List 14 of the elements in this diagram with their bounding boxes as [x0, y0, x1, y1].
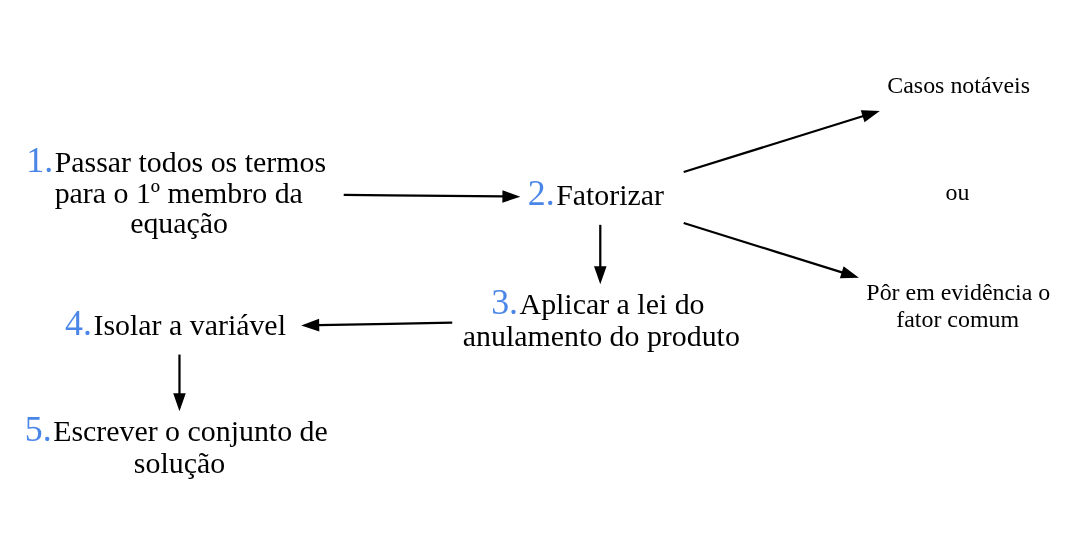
node-text: Pôr em evidência o fator comum	[866, 279, 1051, 333]
node-text: 2.Fatorizar	[527, 173, 665, 214]
arrow	[683, 110, 880, 174]
label: ou	[945, 179, 970, 206]
arrow	[594, 224, 607, 285]
node-text: 4.Isolar a variável	[65, 303, 286, 344]
node-text: 5.Escrever o conjunto de solução	[24, 409, 328, 479]
node-text: 3.Aplicar a lei do anulamento do produto	[462, 282, 740, 352]
arrow	[301, 318, 453, 332]
node-text: 1.Passar todos os termos para o 1º membro da equação	[26, 140, 327, 240]
arrow	[173, 354, 186, 412]
arrow	[683, 221, 859, 279]
node-text: Casos notáveis	[887, 71, 1031, 98]
arrow	[343, 190, 521, 203]
